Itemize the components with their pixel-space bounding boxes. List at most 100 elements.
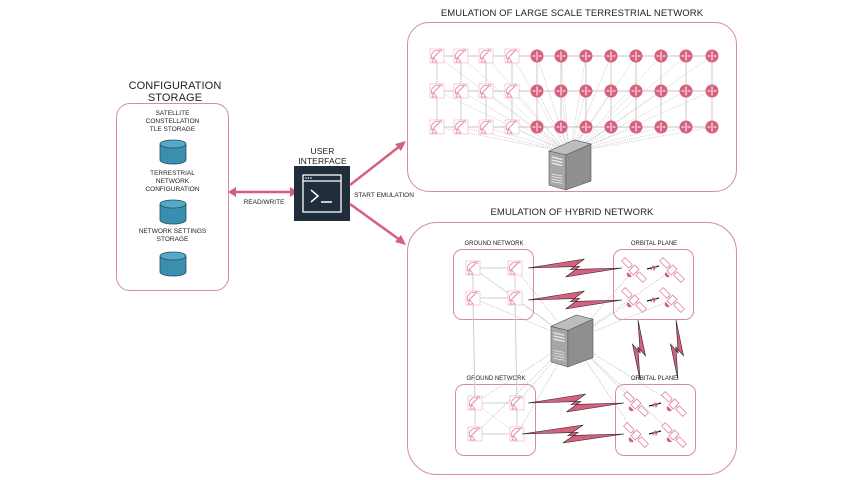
database-icon (159, 251, 186, 277)
ground-station-icon (504, 83, 520, 99)
satellite-icon (621, 257, 647, 283)
router-icon (554, 49, 568, 63)
router-icon (679, 49, 693, 63)
hybrid-title: EMULATION OF HYBRID NETWORK (490, 207, 654, 218)
wireless-link-bolt (527, 290, 623, 310)
satellite-icon (661, 422, 687, 448)
router-icon (554, 84, 568, 98)
management-link (485, 126, 567, 153)
management-link (485, 55, 567, 153)
terminal-icon (302, 174, 342, 213)
wireless-link-bolt (631, 319, 647, 381)
ground-station-icon (478, 83, 494, 99)
router-icon (579, 49, 593, 63)
management-link (573, 90, 687, 153)
ground-station-icon (429, 83, 445, 99)
management-link (573, 90, 713, 153)
label-line: TERRESTRIAL (150, 170, 195, 177)
read-write-label: READ/WRITE (243, 199, 285, 206)
management-link (472, 267, 573, 341)
router-icon (579, 120, 593, 134)
config-storage-title: CONFIGURATION STORAGE (110, 80, 240, 104)
satellite-icon (623, 422, 649, 448)
ground-station-icon (504, 119, 520, 135)
label-line: SATELLITE (155, 110, 190, 117)
router-icon (530, 84, 544, 98)
router-icon (654, 120, 668, 134)
wireless-link-bolt (521, 424, 625, 444)
management-link (511, 55, 568, 153)
orbital-plane-box (615, 384, 696, 456)
group-label: GROUND NETWORK (466, 376, 526, 382)
ground-station-icon (509, 426, 525, 442)
user-interface-title: USER INTERFACE (285, 146, 360, 166)
router-icon (629, 120, 643, 134)
label-line: STORAGE (156, 236, 189, 243)
server-icon (550, 314, 594, 368)
start-emulation-arrows (349, 141, 406, 245)
wireless-link-bolt (669, 319, 685, 381)
start-emulation-label: START EMULATION (354, 192, 414, 199)
management-link (573, 126, 713, 153)
router-icon (705, 120, 719, 134)
ground-station-icon (507, 260, 523, 276)
label-line: NETWORK SETTINGS (138, 228, 207, 235)
ground-station-icon (507, 290, 523, 306)
management-link (460, 90, 567, 153)
management-link (514, 267, 573, 341)
user-interface-terminal[interactable] (294, 166, 350, 221)
management-link (573, 126, 687, 153)
ground-station-icon (467, 426, 483, 442)
router-icon (679, 84, 693, 98)
terrestrial-title: EMULATION OF LARGE SCALE TERRESTRIAL NET… (440, 8, 704, 19)
management-link (571, 90, 637, 153)
router-icon (530, 49, 544, 63)
management-link (571, 55, 637, 153)
ground-station-icon (504, 48, 520, 64)
management-link (436, 126, 566, 153)
management-link (570, 90, 612, 153)
link-line (472, 297, 476, 404)
management-link (516, 339, 573, 404)
management-link (572, 55, 662, 153)
router-icon (604, 49, 618, 63)
satellite-icon (623, 391, 649, 417)
wireless-link-bolt (527, 258, 623, 278)
management-link (560, 55, 570, 153)
hybrid-network-box (407, 222, 737, 475)
router-icon (604, 120, 618, 134)
title-line: CONFIGURATION (128, 80, 222, 92)
title-line: INTERFACE (298, 156, 347, 166)
management-link (536, 55, 569, 153)
satellite-icon (659, 287, 685, 313)
router-icon (705, 49, 719, 63)
ground-station-icon (465, 290, 481, 306)
database-icon (159, 139, 186, 165)
router-icon (654, 84, 668, 98)
management-link (460, 55, 567, 153)
ground-network-box (453, 249, 534, 320)
management-link (472, 297, 573, 341)
terrestrial-network-box (407, 22, 737, 192)
router-icon (604, 84, 618, 98)
satellite-icon (661, 391, 687, 417)
management-link (436, 90, 566, 153)
router-icon (629, 49, 643, 63)
management-link (436, 55, 566, 153)
management-link (570, 55, 612, 153)
group-label: GROUND NETWORK (464, 241, 524, 247)
label-line: NETWORK (155, 178, 190, 185)
wireless-link-bolt (527, 393, 625, 413)
management-link (572, 90, 662, 153)
management-link (573, 55, 713, 153)
router-icon (579, 84, 593, 98)
ground-station-icon (478, 119, 494, 135)
management-link (569, 55, 587, 153)
title-line: USER (310, 146, 335, 156)
ground-station-icon (429, 119, 445, 135)
